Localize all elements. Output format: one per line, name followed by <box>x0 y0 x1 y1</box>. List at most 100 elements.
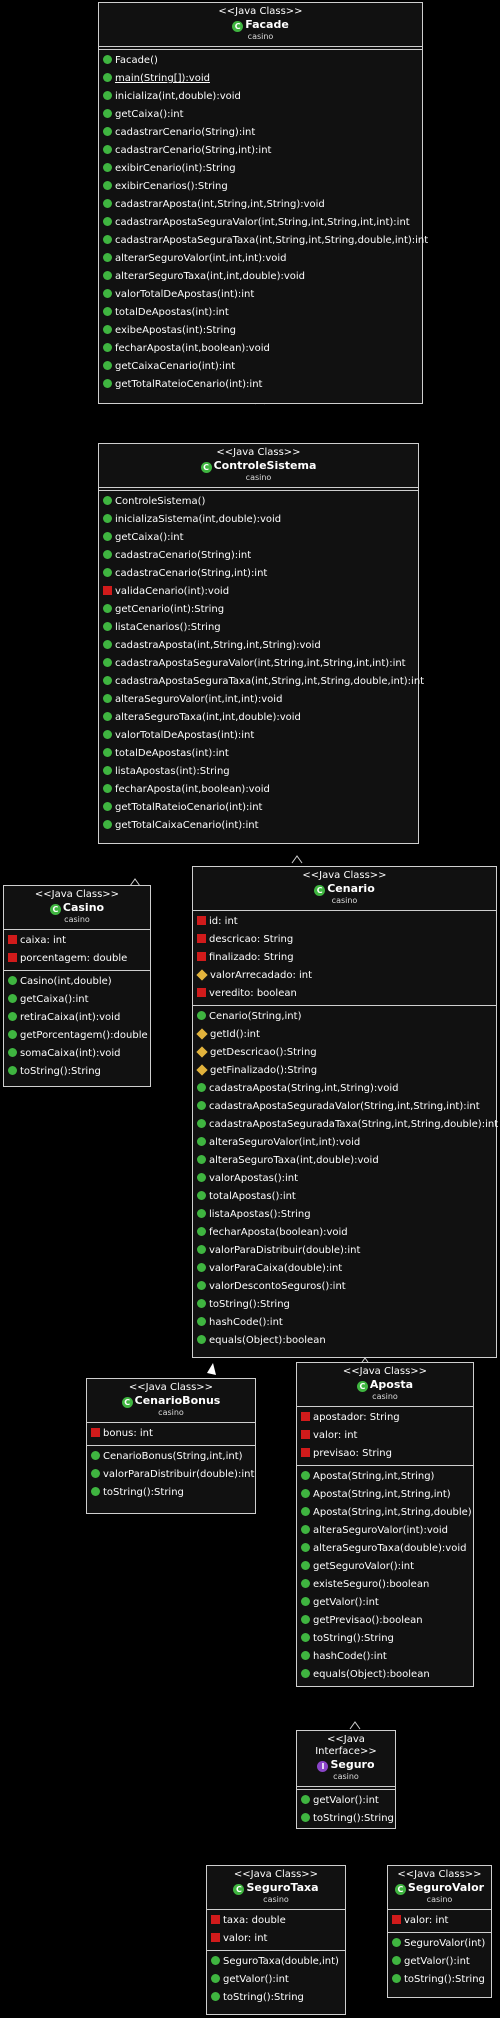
method-cadastra-aposta-segurada-taxa[interactable]: cadastraApostaSeguradaTaxa(String,int,St… <box>193 1116 498 1134</box>
method-cadastra-aposta-segura-taxa[interactable]: cadastraApostaSeguraTaxa(int,String,int,… <box>99 673 424 691</box>
field-descricao[interactable]: descricao: String <box>193 931 496 949</box>
method-cadastra-cenario[interactable]: cadastraCenario(String):int <box>99 547 418 565</box>
method-altera-seguro-valor[interactable]: alteraSeguroValor(int,int):void <box>193 1134 496 1152</box>
field-caixa[interactable]: caixa: int <box>4 932 150 950</box>
method-get-total-rateio-cenario[interactable]: getTotalRateioCenario(int):int <box>99 376 422 394</box>
method-get-valor[interactable]: getValor():int <box>297 1594 473 1612</box>
method-total-de-apostas[interactable]: totalDeApostas(int):int <box>99 745 418 763</box>
method-fechar-aposta[interactable]: fecharAposta(int,boolean):void <box>99 340 422 358</box>
method-get-descricao[interactable]: getDescricao():String <box>193 1044 496 1062</box>
method-altera-seguro-taxa[interactable]: alteraSeguroTaxa(double):void <box>297 1540 473 1558</box>
method-retira-caixa[interactable]: retiraCaixa(int):void <box>4 1009 150 1027</box>
method-get-valor[interactable]: getValor():int <box>388 1953 491 1971</box>
method-controle-sistema[interactable]: ControleSistema() <box>99 493 418 511</box>
method-cadastrar-cenario[interactable]: cadastrarCenario(String,int):int <box>99 142 422 160</box>
method-valor-total-de-apostas[interactable]: valorTotalDeApostas(int):int <box>99 286 422 304</box>
method-to-string[interactable]: toString():String <box>87 1484 255 1502</box>
method-altera-seguro-taxa[interactable]: alteraSeguroTaxa(int,double):void <box>193 1152 496 1170</box>
method-to-string[interactable]: toString():String <box>193 1296 496 1314</box>
method-cadastrar-cenario[interactable]: cadastrarCenario(String):int <box>99 124 422 142</box>
method-get-id[interactable]: getId():int <box>193 1026 496 1044</box>
method-aposta[interactable]: Aposta(String,int,String,double) <box>297 1504 473 1522</box>
field-valor[interactable]: valor: int <box>297 1427 473 1445</box>
method-get-previsao[interactable]: getPrevisao():boolean <box>297 1612 473 1630</box>
method-to-string[interactable]: toString():String <box>388 1971 491 1989</box>
method-cadastrar-aposta[interactable]: cadastrarAposta(int,String,int,String):v… <box>99 196 422 214</box>
method-cadastrar-aposta-segura-taxa[interactable]: cadastrarApostaSeguraTaxa(int,String,int… <box>99 232 428 250</box>
method-facade[interactable]: Facade() <box>99 52 422 70</box>
method-alterar-seguro-taxa[interactable]: alterarSeguroTaxa(int,int,double):void <box>99 268 422 286</box>
method-to-string[interactable]: toString():String <box>297 1810 395 1828</box>
method-aposta[interactable]: Aposta(String,int,String) <box>297 1468 473 1486</box>
method-get-total-rateio-cenario[interactable]: getTotalRateioCenario(int):int <box>99 799 418 817</box>
method-valida-cenario[interactable]: validaCenario(int):void <box>99 583 418 601</box>
field-bonus[interactable]: bonus: int <box>87 1425 255 1443</box>
method-cenario[interactable]: Cenario(String,int) <box>193 1008 496 1026</box>
method-lista-cenarios[interactable]: listaCenarios():String <box>99 619 418 637</box>
field-id[interactable]: id: int <box>193 913 496 931</box>
method-cadastrar-aposta-segura-valor[interactable]: cadastrarApostaSeguraValor(int,String,in… <box>99 214 422 232</box>
method-lista-apostas[interactable]: listaApostas(int):String <box>99 763 418 781</box>
method-cadastra-aposta-segura-valor[interactable]: cadastraApostaSeguraValor(int,String,int… <box>99 655 418 673</box>
method-seguro-taxa[interactable]: SeguroTaxa(double,int) <box>207 1953 345 1971</box>
method-exibir-cenarios[interactable]: exibirCenarios():String <box>99 178 422 196</box>
method-soma-caixa[interactable]: somaCaixa(int):void <box>4 1045 150 1063</box>
method-get-valor[interactable]: getValor():int <box>207 1971 345 1989</box>
method-exibir-cenario[interactable]: exibirCenario(int):String <box>99 160 422 178</box>
method-get-finalizado[interactable]: getFinalizado():String <box>193 1062 496 1080</box>
method-fechar-aposta[interactable]: fecharAposta(int,boolean):void <box>99 781 418 799</box>
method-valor-desconto-seguros[interactable]: valorDescontoSeguros():int <box>193 1278 496 1296</box>
method-get-total-caixa-cenario[interactable]: getTotalCaixaCenario(int):int <box>99 817 418 835</box>
method-exibe-apostas[interactable]: exibeApostas(int):String <box>99 322 422 340</box>
method-valor-para-distribuir[interactable]: valorParaDistribuir(double):int <box>193 1242 496 1260</box>
method-to-string[interactable]: toString():String <box>297 1630 473 1648</box>
method-altera-seguro-taxa[interactable]: alteraSeguroTaxa(int,int,double):void <box>99 709 418 727</box>
method-valor-total-de-apostas[interactable]: valorTotalDeApostas(int):int <box>99 727 418 745</box>
method-cadastra-aposta-segurada-valor[interactable]: cadastraApostaSeguradaValor(String,int,S… <box>193 1098 496 1116</box>
method-get-caixa[interactable]: getCaixa():int <box>99 529 418 547</box>
method-existe-seguro[interactable]: existeSeguro():boolean <box>297 1576 473 1594</box>
method-get-caixa[interactable]: getCaixa():int <box>4 991 150 1009</box>
method-cadastra-aposta[interactable]: cadastraAposta(String,int,String):void <box>193 1080 496 1098</box>
method-get-seguro-valor[interactable]: getSeguroValor():int <box>297 1558 473 1576</box>
method-inicializa[interactable]: inicializa(int,double):void <box>99 88 422 106</box>
method-seguro-valor[interactable]: SeguroValor(int) <box>388 1935 491 1953</box>
method-hash-code[interactable]: hashCode():int <box>297 1648 473 1666</box>
field-veredito[interactable]: veredito: boolean <box>193 985 496 1003</box>
method-total-de-apostas[interactable]: totalDeApostas(int):int <box>99 304 422 322</box>
method-alterar-seguro-valor[interactable]: alterarSeguroValor(int,int,int):void <box>99 250 422 268</box>
field-valor[interactable]: valor: int <box>207 1930 345 1948</box>
method-lista-apostas[interactable]: listaApostas():String <box>193 1206 496 1224</box>
method-casino[interactable]: Casino(int,double) <box>4 973 150 991</box>
method-get-caixa-cenario[interactable]: getCaixaCenario(int):int <box>99 358 422 376</box>
method-get-cenario[interactable]: getCenario(int):String <box>99 601 418 619</box>
method-aposta[interactable]: Aposta(String,int,String,int) <box>297 1486 473 1504</box>
field-porcentagem[interactable]: porcentagem: double <box>4 950 150 968</box>
method-main[interactable]: main(String[]):void <box>99 70 422 88</box>
method-to-string[interactable]: toString():String <box>207 1989 345 2007</box>
method-valor-para-distribuir[interactable]: valorParaDistribuir(double):int <box>87 1466 255 1484</box>
method-valor-apostas[interactable]: valorApostas():int <box>193 1170 496 1188</box>
field-taxa[interactable]: taxa: double <box>207 1912 345 1930</box>
method-altera-seguro-valor[interactable]: alteraSeguroValor(int):void <box>297 1522 473 1540</box>
field-valor-arrecadado[interactable]: valorArrecadado: int <box>193 967 496 985</box>
field-apostador[interactable]: apostador: String <box>297 1409 473 1427</box>
field-valor[interactable]: valor: int <box>388 1912 491 1930</box>
method-altera-seguro-valor[interactable]: alteraSeguroValor(int,int,int):void <box>99 691 418 709</box>
method-cenario-bonus[interactable]: CenarioBonus(String,int,int) <box>87 1448 255 1466</box>
method-total-apostas[interactable]: totalApostas():int <box>193 1188 496 1206</box>
method-to-string[interactable]: toString():String <box>4 1063 150 1081</box>
method-cadastra-aposta[interactable]: cadastraAposta(int,String,int,String):vo… <box>99 637 418 655</box>
method-get-caixa[interactable]: getCaixa():int <box>99 106 422 124</box>
method-hash-code[interactable]: hashCode():int <box>193 1314 496 1332</box>
method-valor-para-caixa[interactable]: valorParaCaixa(double):int <box>193 1260 496 1278</box>
method-equals[interactable]: equals(Object):boolean <box>193 1332 496 1350</box>
